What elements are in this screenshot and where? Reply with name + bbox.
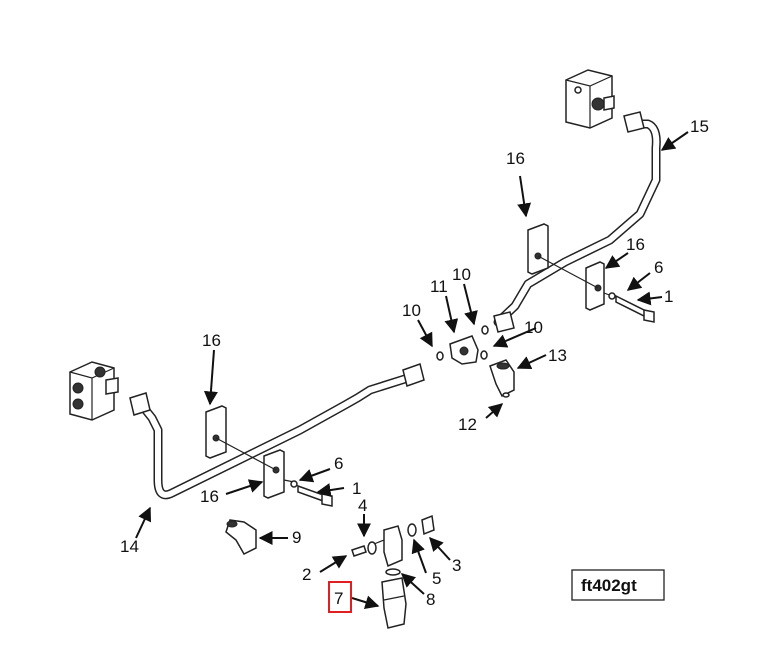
callout-12: 12: [458, 415, 477, 434]
filter-washer-4: [367, 541, 377, 555]
tube-nuts: [129, 111, 645, 416]
filter-housing-7: [381, 577, 407, 629]
callout-3: 3: [452, 556, 461, 575]
callout-6: 6: [334, 454, 343, 473]
drawing-id: ft402gt: [581, 576, 637, 595]
callout-16: 16: [200, 487, 219, 506]
callout-7-highlight[interactable]: 7: [328, 581, 352, 613]
callout-10: 10: [452, 265, 471, 284]
clamp-16-lower: [263, 449, 285, 499]
tube-assembly-14: [135, 373, 413, 500]
callout-10: 10: [402, 301, 421, 320]
filter-nut-3: [421, 514, 435, 536]
callout-10: 10: [524, 318, 543, 337]
filter-washer-5: [407, 523, 417, 537]
valve-block-right: [565, 69, 615, 129]
callout-15: 15: [690, 117, 709, 136]
callout-labels: 15 16 16 6 1 11 10 10 10 13 12 16 6 16 1…: [120, 117, 709, 609]
tee-fitting: [436, 325, 489, 365]
callout-6: 6: [654, 258, 663, 277]
callout-16: 16: [626, 235, 645, 254]
valve-block-left: [69, 361, 119, 421]
elbow-fitting-9: [225, 519, 257, 555]
drawing-id-tag: ft402gt: [571, 569, 665, 601]
tube-assembly-15: [493, 119, 661, 327]
callout-2: 2: [302, 565, 311, 584]
bolt-right: [608, 292, 655, 323]
callout-5: 5: [432, 569, 441, 588]
callout-11: 11: [430, 277, 448, 296]
leader-lines: [135, 131, 689, 609]
callout-16: 16: [202, 331, 221, 350]
callout-9: 9: [292, 528, 301, 547]
clamp-16-upper-right: [527, 223, 549, 275]
filter-bracket: [373, 525, 403, 568]
filter-screw-2: [351, 545, 367, 557]
clamp-16-left: [205, 405, 227, 459]
callout-16: 16: [506, 149, 525, 168]
callout-8: 8: [426, 590, 435, 609]
clamp-guide-lines: [215, 255, 613, 483]
callout-14: 14: [120, 537, 139, 556]
callout-4: 4: [358, 496, 367, 515]
bolt-left: [290, 480, 333, 507]
callout-13: 13: [548, 346, 567, 365]
callout-1: 1: [352, 479, 361, 498]
filter-seal-8: [385, 568, 401, 576]
callout-7: 7: [334, 589, 343, 608]
callout-1: 1: [664, 287, 673, 306]
elbow-fitting-13: [489, 359, 515, 398]
